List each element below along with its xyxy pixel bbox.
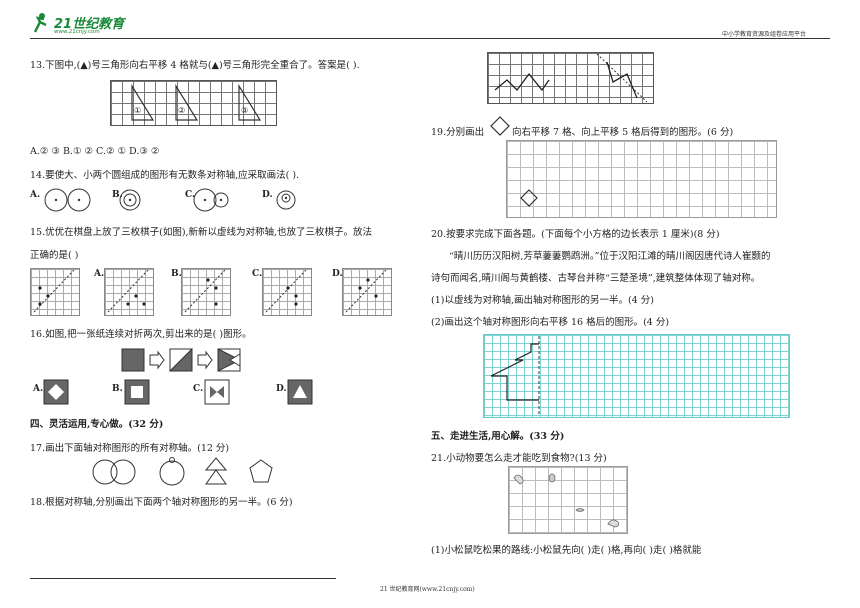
runner-icon bbox=[33, 13, 47, 33]
q14-option-a-label: A. bbox=[30, 190, 41, 200]
logo-text: 21世纪教育 bbox=[54, 17, 125, 32]
footer-rule bbox=[30, 578, 336, 579]
question-18: 18.根据对称轴,分别画出下面两个轴对称图形的另一半。(6 分) bbox=[30, 497, 293, 508]
question-19-part-b: 向右平移 7 格、向上平移 5 格后得到的图形。(6 分) bbox=[512, 127, 734, 138]
q15-board-b bbox=[181, 268, 231, 316]
q13-triangles bbox=[131, 83, 262, 121]
q15-option-c-label: C. bbox=[252, 269, 263, 279]
q19-diamond-shape bbox=[520, 189, 538, 207]
question-14: 14.要使大、小两个圆组成的图形有无数条对称轴,应采取画法( ). bbox=[30, 170, 300, 181]
q15-pieces bbox=[33, 269, 387, 313]
q20-half-building bbox=[490, 336, 540, 416]
q16-option-c-label: C. bbox=[193, 384, 204, 394]
q19-grid bbox=[506, 140, 777, 218]
logo-subtext: www.21cnjy.com bbox=[54, 29, 100, 35]
question-15-line-2: 正确的是( ) bbox=[30, 250, 79, 261]
q13-grid bbox=[110, 80, 277, 126]
question-13-options: A.② ③ B.① ② C.② ① D.③ ② bbox=[30, 146, 160, 157]
q20-grid bbox=[483, 334, 790, 418]
question-20-subpart-2: (2)画出这个轴对称图形向右平移 16 格后的图形。(4 分) bbox=[431, 317, 670, 328]
q14-option-c-label: C. bbox=[185, 190, 196, 200]
q15-board-original bbox=[30, 268, 80, 316]
question-20-subpart-1: (1)以虚线为对称轴,画出轴对称图形的另一半。(4 分) bbox=[431, 295, 654, 306]
question-16: 16.如图,把一张纸连续对折两次,剪出来的是( )图形。 bbox=[30, 329, 252, 340]
q18-grid bbox=[487, 52, 654, 104]
q17-shapes bbox=[92, 457, 273, 486]
question-20-paragraph-1: “晴川历历汉阳树,芳草萋萋鹦鹉洲。”位于汉阳江滩的晴川阁因唐代诗人崔颢的 bbox=[449, 251, 771, 262]
logo: 21世纪教育 www.21cnjy.com bbox=[30, 12, 150, 38]
q14-option-d-label: D. bbox=[262, 190, 273, 200]
q13-label-1: ① bbox=[134, 106, 142, 115]
section-5-heading: 五、走进生活,用心解。(33 分) bbox=[431, 431, 565, 442]
q16-options-shapes bbox=[43, 379, 313, 405]
question-13: 13.下图中,(▲)号三角形向右平移 4 格就与(▲)号三角形完全重合了。答案是… bbox=[30, 60, 360, 71]
q16-folding-steps bbox=[121, 347, 242, 372]
footer-text: 21 世纪教育网(www.21cnjy.com) bbox=[380, 586, 475, 593]
q16-option-b-label: B. bbox=[112, 384, 123, 394]
q15-board-a bbox=[104, 268, 154, 316]
question-15-line-1: 15.优优在棋盘上放了三枚棋子(如图),新新以虚线为对称轴,也放了三枚棋子。放法 bbox=[30, 227, 373, 238]
question-21: 21.小动物要怎么走才能吃到食物?(13 分) bbox=[431, 453, 607, 464]
question-20-paragraph-2: 诗句而闻名,晴川阁与黄鹤楼、古琴台并称“三楚圣境”,建筑整体体现了轴对称。 bbox=[431, 273, 761, 284]
diamond-icon bbox=[490, 116, 510, 136]
q21-grid bbox=[508, 466, 628, 534]
question-19-part-a: 19.分别画出 bbox=[431, 127, 485, 138]
q15-option-b-label: B. bbox=[171, 269, 182, 279]
q13-label-2: ② bbox=[178, 106, 186, 115]
q13-label-3: ③ bbox=[241, 106, 249, 115]
question-17: 17.画出下面轴对称图形的所有对称轴。(12 分) bbox=[30, 443, 230, 454]
question-20: 20.按要求完成下面各题。(下面每个小方格的边长表示 1 厘米)(8 分) bbox=[431, 229, 720, 240]
question-21-subpart-1: (1)小松鼠吃松果的路线:小松鼠先向( )走( )格,再向( )走( )格就能 bbox=[431, 545, 702, 556]
q15-option-a-label: A. bbox=[94, 269, 105, 279]
header-rule bbox=[30, 38, 830, 39]
q18-half-shapes bbox=[494, 53, 648, 103]
section-4-heading: 四、灵活运用,专心做。(32 分) bbox=[30, 419, 164, 430]
q15-board-d bbox=[342, 268, 392, 316]
q15-option-d-label: D. bbox=[332, 269, 343, 279]
q16-option-a-label: A. bbox=[33, 384, 44, 394]
header-platform-text: 中小学教育资源及组卷应用平台 bbox=[722, 31, 807, 38]
q16-option-d-label: D. bbox=[276, 384, 287, 394]
q15-board-c bbox=[262, 268, 312, 316]
q21-animals-food bbox=[513, 473, 619, 528]
q14-option-b-label: B. bbox=[112, 190, 123, 200]
q14-circles bbox=[44, 188, 296, 212]
